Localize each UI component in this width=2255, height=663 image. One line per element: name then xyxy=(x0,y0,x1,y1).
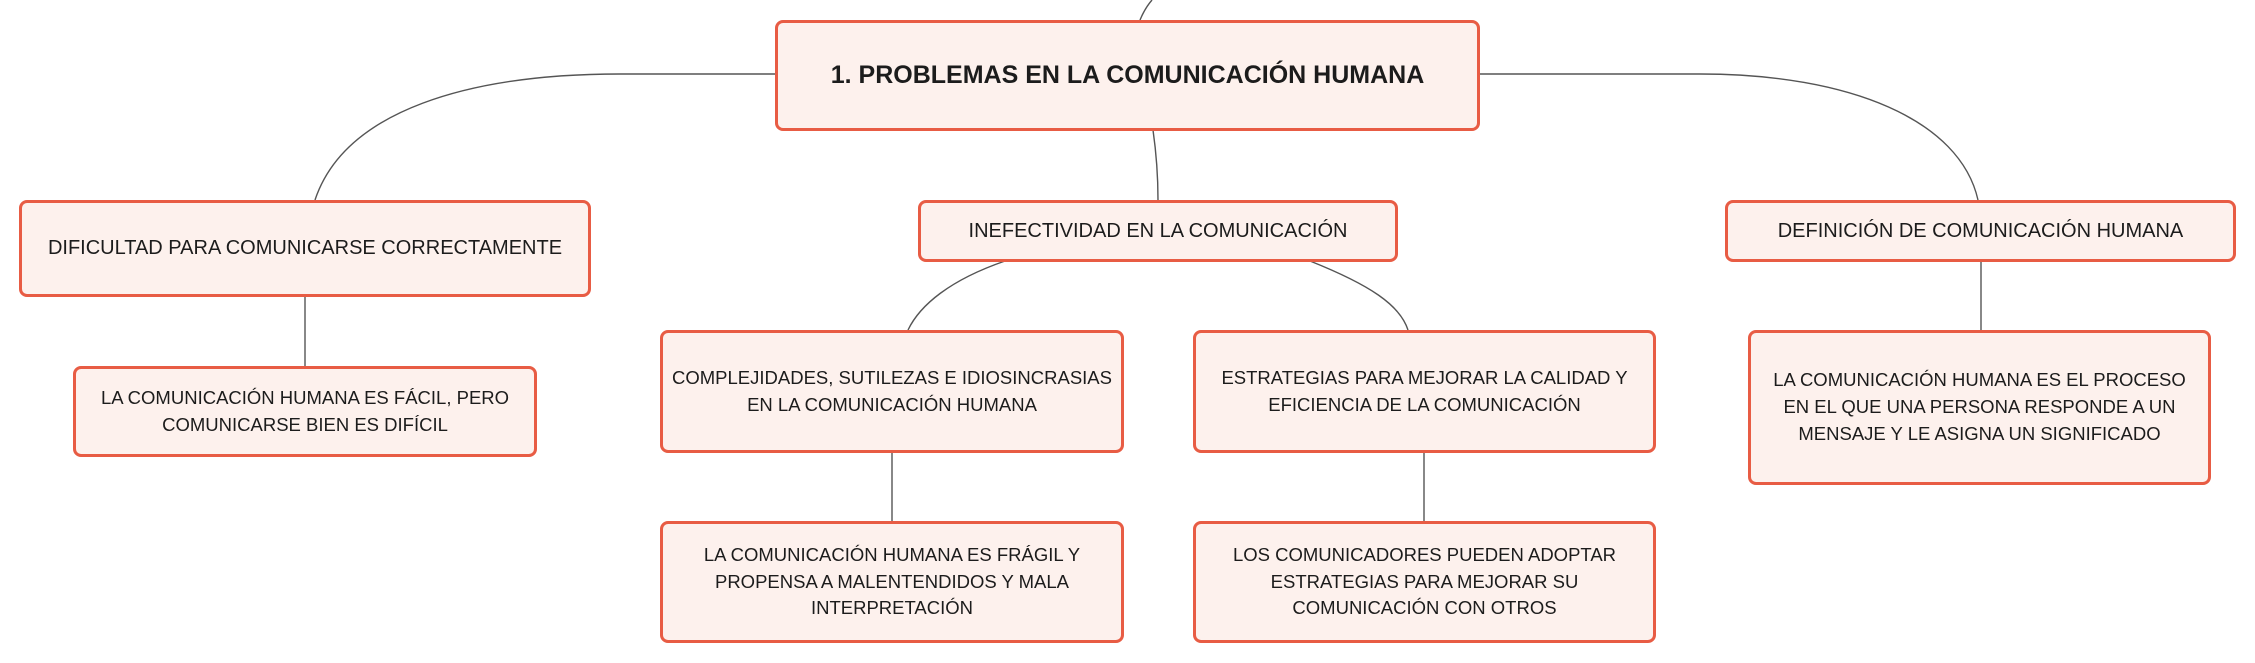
root-node[interactable]: 1. PROBLEMAS EN LA COMUNICACIÓN HUMANA xyxy=(775,20,1480,131)
connector-inefectividad-to-estrategias xyxy=(1309,260,1409,331)
node-fragil[interactable]: LA COMUNICACIÓN HUMANA ES FRÁGIL Y PROPE… xyxy=(660,521,1124,643)
node-proceso-label: LA COMUNICACIÓN HUMANA ES EL PROCESO EN … xyxy=(1773,369,2186,444)
node-definicion[interactable]: DEFINICIÓN DE COMUNICACIÓN HUMANA xyxy=(1725,200,2236,262)
node-comunicadores-label: LOS COMUNICADORES PUEDEN ADOPTAR ESTRATE… xyxy=(1232,543,1617,619)
node-definicion-label: DEFINICIÓN DE COMUNICACIÓN HUMANA xyxy=(1777,219,2184,242)
node-dificultad-label: DIFICULTAD PARA COMUNICARSE CORRECTAMENT… xyxy=(47,237,563,259)
node-facil[interactable]: LA COMUNICACIÓN HUMANA ES FÁCIL, PERO CO… xyxy=(73,366,537,457)
connector-root-to-definicion xyxy=(1480,73,1979,201)
connector-root-to-dificultad xyxy=(314,73,775,201)
node-comunicadores[interactable]: LOS COMUNICADORES PUEDEN ADOPTAR ESTRATE… xyxy=(1193,521,1656,643)
node-estrategias[interactable]: ESTRATEGIAS PARA MEJORAR LA CALIDAD Y EF… xyxy=(1193,330,1656,453)
connector-inefectividad-to-complejidades xyxy=(907,260,1006,331)
node-inefectividad[interactable]: INEFECTIVIDAD EN LA COMUNICACIÓN xyxy=(918,200,1398,262)
node-complejidades[interactable]: COMPLEJIDADES, SUTILEZAS E IDIOSINCRASIA… xyxy=(660,330,1124,453)
node-estrategias-label: ESTRATEGIAS PARA MEJORAR LA CALIDAD Y EF… xyxy=(1221,366,1628,415)
node-dificultad[interactable]: DIFICULTAD PARA COMUNICARSE CORRECTAMENT… xyxy=(19,200,591,297)
node-facil-label: LA COMUNICACIÓN HUMANA ES FÁCIL, PERO CO… xyxy=(100,386,510,435)
connector-root-to-inefectividad xyxy=(1152,129,1159,201)
node-inefectividad-label: INEFECTIVIDAD EN LA COMUNICACIÓN xyxy=(968,219,1348,242)
node-complejidades-label: COMPLEJIDADES, SUTILEZAS E IDIOSINCRASIA… xyxy=(672,366,1112,415)
node-proceso[interactable]: LA COMUNICACIÓN HUMANA ES EL PROCESO EN … xyxy=(1748,330,2211,485)
node-fragil-label: LA COMUNICACIÓN HUMANA ES FRÁGIL Y PROPE… xyxy=(703,543,1081,619)
connector-parent-to-root xyxy=(1139,0,1153,21)
root-node-label: 1. PROBLEMAS EN LA COMUNICACIÓN HUMANA xyxy=(830,61,1425,89)
